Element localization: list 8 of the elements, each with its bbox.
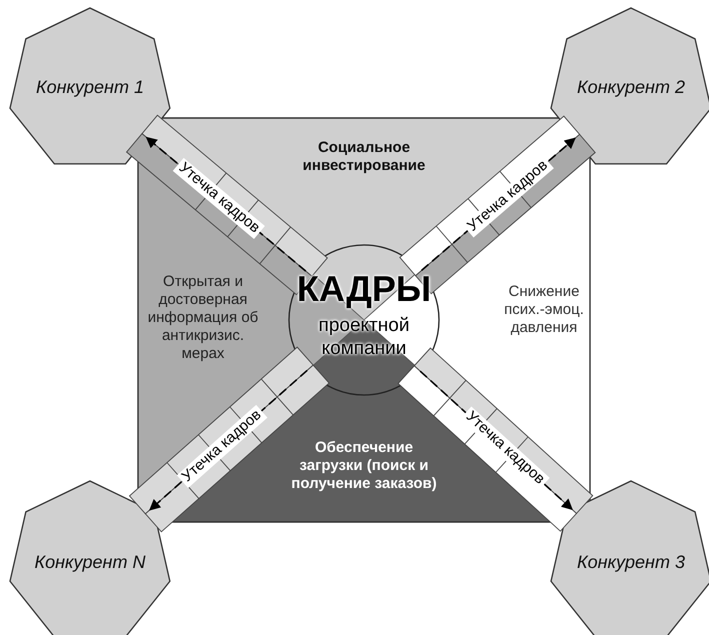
competitor-label: Конкурент 3 [576, 552, 686, 574]
segment-label: Обеспечение загрузки (поиск и получение заказов) [290, 439, 438, 493]
segment-label: Социальное инвестирование [302, 139, 426, 175]
competitor-label: Конкурент 1 [35, 77, 145, 99]
segment-label: Снижение псих.-эмоц. давления [503, 283, 585, 337]
segment-label: Открытая и достоверная информация об антикризис. мерах [146, 273, 260, 363]
competitor-label: Конкурент 2 [576, 77, 686, 99]
competitor-label: Конкурент N [34, 552, 146, 574]
